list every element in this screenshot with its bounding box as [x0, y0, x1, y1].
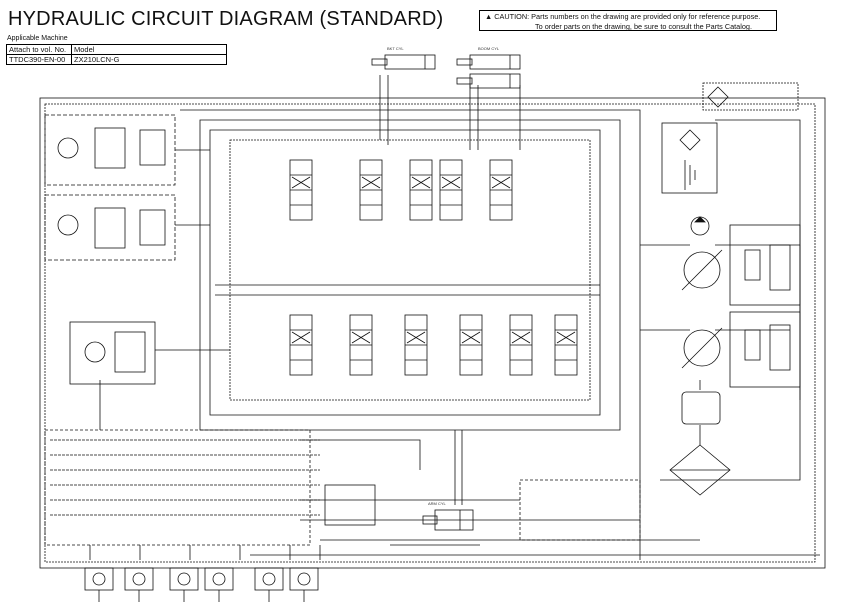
valve-spool — [349, 314, 373, 376]
pilot-valve — [289, 567, 319, 602]
hydraulic-tank — [661, 122, 718, 194]
valve-spool — [509, 314, 533, 376]
caution-box: ▲ CAUTION: Parts numbers on the drawing … — [479, 10, 777, 31]
pilot-filter — [702, 82, 799, 111]
valve-spool — [439, 159, 463, 221]
oil-cooler — [669, 444, 731, 496]
caution-line-1: CAUTION: Parts numbers on the drawing ar… — [494, 12, 761, 21]
pilot-valve — [124, 567, 154, 602]
arm-cylinder-label: ARM CYL — [428, 501, 447, 506]
pilot-valve — [204, 567, 234, 602]
swing-motor — [69, 321, 156, 385]
pilot-valve — [254, 567, 284, 602]
bucket-cylinder-label: BKT CYL — [387, 46, 404, 51]
pump-regulators — [729, 224, 801, 388]
pilot-valve — [84, 567, 114, 602]
pilot-pump — [690, 216, 710, 236]
applicable-machine-table: Attach to vol. No. Model TTDC390-EN-00 Z… — [6, 44, 227, 65]
valve-spool — [489, 159, 513, 221]
boom-cylinder-label: BOOM CYL — [478, 46, 500, 51]
boom-cylinder-2 — [456, 73, 521, 89]
pilot-valve-block — [44, 429, 641, 546]
hydraulic-lines — [39, 75, 826, 569]
valve-spool — [409, 159, 433, 221]
arm-cylinder — [422, 509, 474, 531]
warning-triangle-icon: ▲ — [485, 12, 493, 21]
valve-spool — [359, 159, 383, 221]
model-value: ZX210LCN-G — [71, 54, 227, 65]
control-valve-spools — [289, 159, 578, 376]
pilot-valve — [169, 567, 199, 602]
valve-spool — [289, 314, 313, 376]
applicable-machine-label: Applicable Machine — [7, 35, 68, 42]
main-pump-2 — [681, 327, 723, 369]
travel-motor-right — [44, 194, 176, 261]
valve-spool — [404, 314, 428, 376]
valve-spool — [289, 159, 313, 221]
bucket-cylinder — [371, 54, 436, 70]
main-pump-1 — [681, 249, 723, 291]
boom-cylinder-1 — [456, 54, 521, 70]
engine — [681, 391, 721, 425]
valve-spool — [554, 314, 578, 376]
page-title: HYDRAULIC CIRCUIT DIAGRAM (STANDARD) — [8, 8, 444, 30]
valve-spool — [459, 314, 483, 376]
caution-line-2: To order parts on the drawing, be sure t… — [535, 22, 753, 31]
pilot-control-levers — [84, 567, 319, 602]
travel-motor-left — [44, 114, 176, 186]
